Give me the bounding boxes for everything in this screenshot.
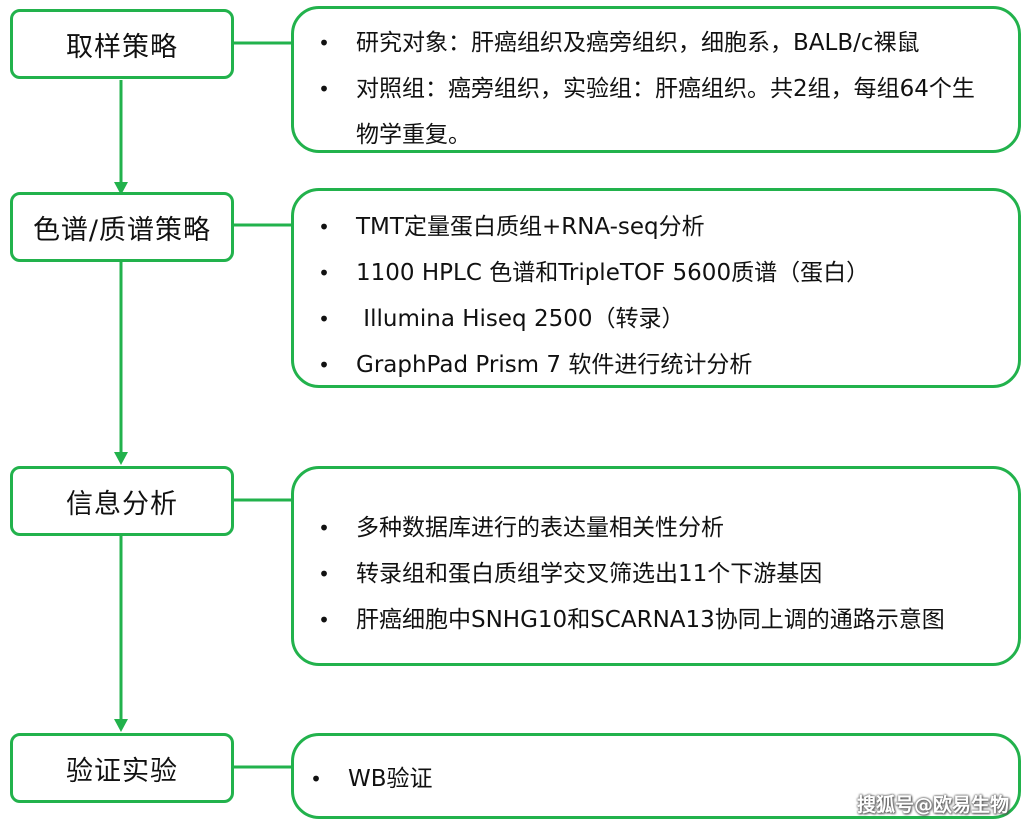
step-box-sampling: 取样策略	[10, 9, 234, 79]
list-item-text: 多种数据库进行的表达量相关性分析	[356, 515, 724, 541]
bullet-icon: •	[318, 307, 330, 331]
list-item-text: 转录组和蛋白质组学交叉筛选出11个下游基因	[356, 561, 823, 587]
list-item-text: 1100 HPLC 色谱和TripleTOF 5600质谱（蛋白）	[356, 260, 870, 286]
bullet-icon: •	[318, 608, 330, 632]
bullet-icon: •	[318, 353, 330, 377]
step-box-validation: 验证实验	[10, 733, 234, 803]
bullet-icon: •	[318, 516, 330, 540]
flow-arrowhead-2	[114, 452, 128, 465]
list-item-text: Illumina Hiseq 2500（转录）	[356, 306, 685, 332]
list-item: • TMT定量蛋白质组+RNA-seq分析	[294, 204, 1018, 250]
list-item: • 肝癌细胞中SNHG10和SCARNA13协同上调的通路示意图	[294, 597, 1018, 643]
step-label-validation: 验证实验	[66, 755, 178, 787]
step-box-analysis: 信息分析	[10, 466, 234, 536]
list-item-text: GraphPad Prism 7 软件进行统计分析	[356, 352, 753, 378]
step-label-chromatography: 色谱/质谱策略	[32, 214, 212, 246]
list-item-text: TMT定量蛋白质组+RNA-seq分析	[356, 214, 705, 240]
list-item: • Illumina Hiseq 2500（转录）	[294, 296, 1018, 342]
step-box-chromatography: 色谱/质谱策略	[10, 192, 234, 262]
list-item-text: WB验证	[348, 766, 433, 792]
list-item: • 转录组和蛋白质组学交叉筛选出11个下游基因	[294, 551, 1018, 597]
bullet-icon: •	[318, 215, 330, 239]
bullet-icon: •	[318, 562, 330, 586]
list-item-text: 对照组：癌旁组织，实验组：肝癌组织。共2组，每组64个生物学重复。	[356, 76, 975, 148]
list-item-text: 肝癌细胞中SNHG10和SCARNA13协同上调的通路示意图	[356, 607, 945, 633]
bullet-icon: •	[318, 31, 330, 55]
bullet-icon: •	[310, 767, 322, 791]
list-item-text: 研究对象：肝癌组织及癌旁组织，细胞系，BALB/c裸鼠	[356, 30, 920, 56]
list-item: • 研究对象：肝癌组织及癌旁组织，细胞系，BALB/c裸鼠	[294, 20, 1018, 66]
bullet-icon: •	[318, 77, 330, 101]
step-label-analysis: 信息分析	[66, 488, 178, 520]
flow-arrowhead-3	[114, 719, 128, 732]
watermark: 搜狐号@欧易生物	[856, 794, 1009, 816]
detail-box-sampling: • 研究对象：肝癌组织及癌旁组织，细胞系，BALB/c裸鼠 • 对照组：癌旁组织…	[291, 6, 1021, 153]
list-item: • 1100 HPLC 色谱和TripleTOF 5600质谱（蛋白）	[294, 250, 1018, 296]
detail-list-sampling: • 研究对象：肝癌组织及癌旁组织，细胞系，BALB/c裸鼠 • 对照组：癌旁组织…	[294, 9, 1018, 158]
list-item: • GraphPad Prism 7 软件进行统计分析	[294, 342, 1018, 388]
list-item: • 多种数据库进行的表达量相关性分析	[294, 505, 1018, 551]
list-item: • 对照组：癌旁组织，实验组：肝癌组织。共2组，每组64个生物学重复。	[294, 66, 1018, 158]
bullet-icon: •	[318, 261, 330, 285]
step-label-sampling: 取样策略	[66, 31, 178, 63]
detail-list-analysis: • 多种数据库进行的表达量相关性分析 • 转录组和蛋白质组学交叉筛选出11个下游…	[294, 469, 1018, 643]
list-item: • WB验证	[294, 756, 1018, 802]
detail-box-validation: • WB验证	[291, 733, 1021, 819]
detail-box-analysis: • 多种数据库进行的表达量相关性分析 • 转录组和蛋白质组学交叉筛选出11个下游…	[291, 466, 1021, 666]
detail-list-validation: • WB验证	[294, 736, 1018, 802]
detail-list-chromatography: • TMT定量蛋白质组+RNA-seq分析 • 1100 HPLC 色谱和Tri…	[294, 191, 1018, 388]
detail-box-chromatography: • TMT定量蛋白质组+RNA-seq分析 • 1100 HPLC 色谱和Tri…	[291, 188, 1021, 388]
